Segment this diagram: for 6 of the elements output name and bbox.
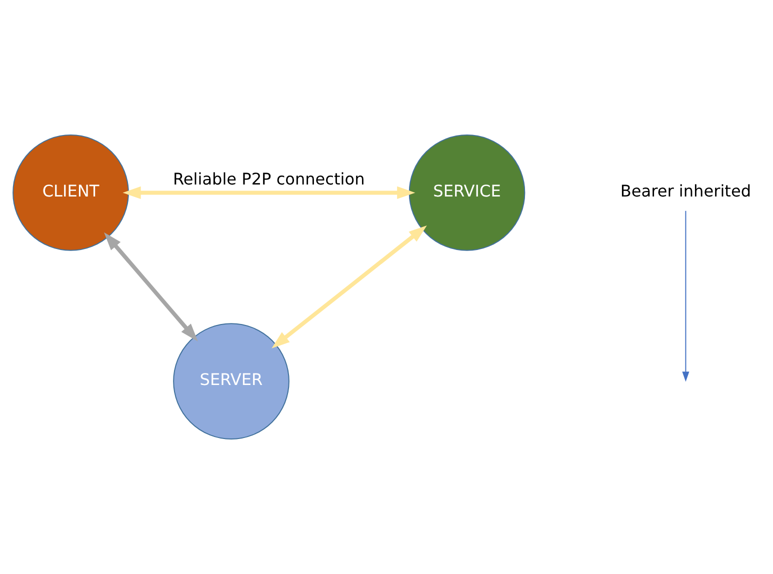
arrow <box>104 232 198 342</box>
arrow <box>682 210 690 382</box>
edge-label: Reliable P2P connection <box>173 169 365 188</box>
arrow <box>122 186 416 200</box>
arrow <box>272 225 427 348</box>
node-text: Bearer inherited <box>620 182 752 201</box>
